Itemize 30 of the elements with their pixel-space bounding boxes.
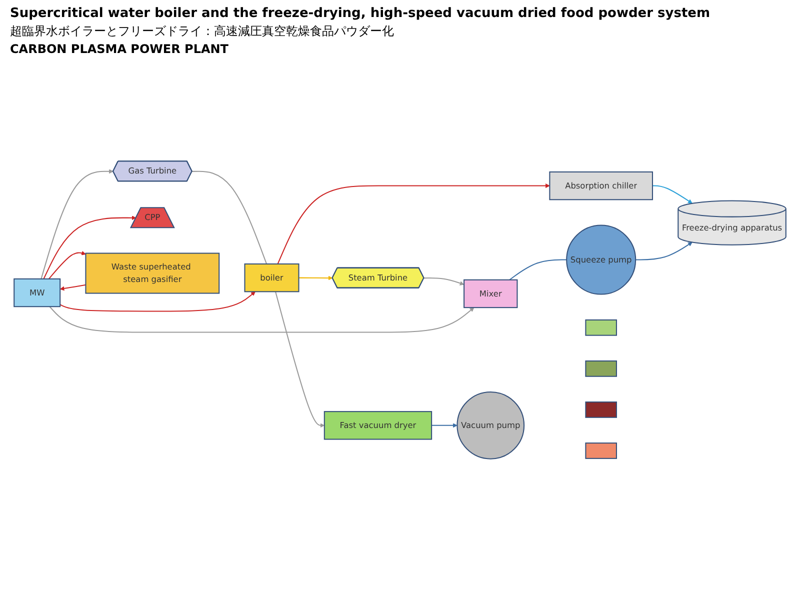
arrow — [49, 306, 474, 333]
arrow — [60, 291, 256, 312]
connector — [192, 170, 268, 264]
connector — [509, 259, 567, 280]
arrow — [652, 185, 692, 204]
node-box: MW — [14, 278, 61, 308]
node-box — [585, 442, 617, 459]
node-box: boiler — [244, 263, 300, 292]
arrow — [60, 284, 86, 291]
node-box: Absorption chiller — [549, 171, 653, 200]
arrow — [424, 277, 464, 286]
arrow — [40, 169, 114, 280]
arrow — [298, 276, 333, 280]
node-box: Mixer — [464, 279, 518, 308]
plant-label: CARBON PLASMA POWER PLANT — [10, 42, 230, 56]
node-box — [585, 319, 617, 336]
title: Supercritical water boiler and the freeze-drying, high-speed vacuum dried food powder system — [10, 6, 712, 21]
arrow — [277, 184, 550, 264]
arrow — [636, 242, 692, 260]
node-circle: Squeeze pump — [566, 224, 636, 295]
node-box — [585, 402, 617, 418]
arrow — [48, 250, 86, 280]
node-box — [585, 360, 617, 377]
arrow — [43, 216, 136, 280]
node-circle: Vacuum pump — [456, 391, 525, 460]
node-box: Waste superheated steam gasifier — [85, 252, 220, 294]
arrow — [432, 423, 458, 428]
arrow — [275, 292, 325, 428]
node-box: Fast vacuum dryer — [324, 411, 432, 440]
subtitle: 超臨界水ボイラーとフリーズドライ：高速減圧真空乾燥食品パウダー化 — [10, 23, 395, 40]
